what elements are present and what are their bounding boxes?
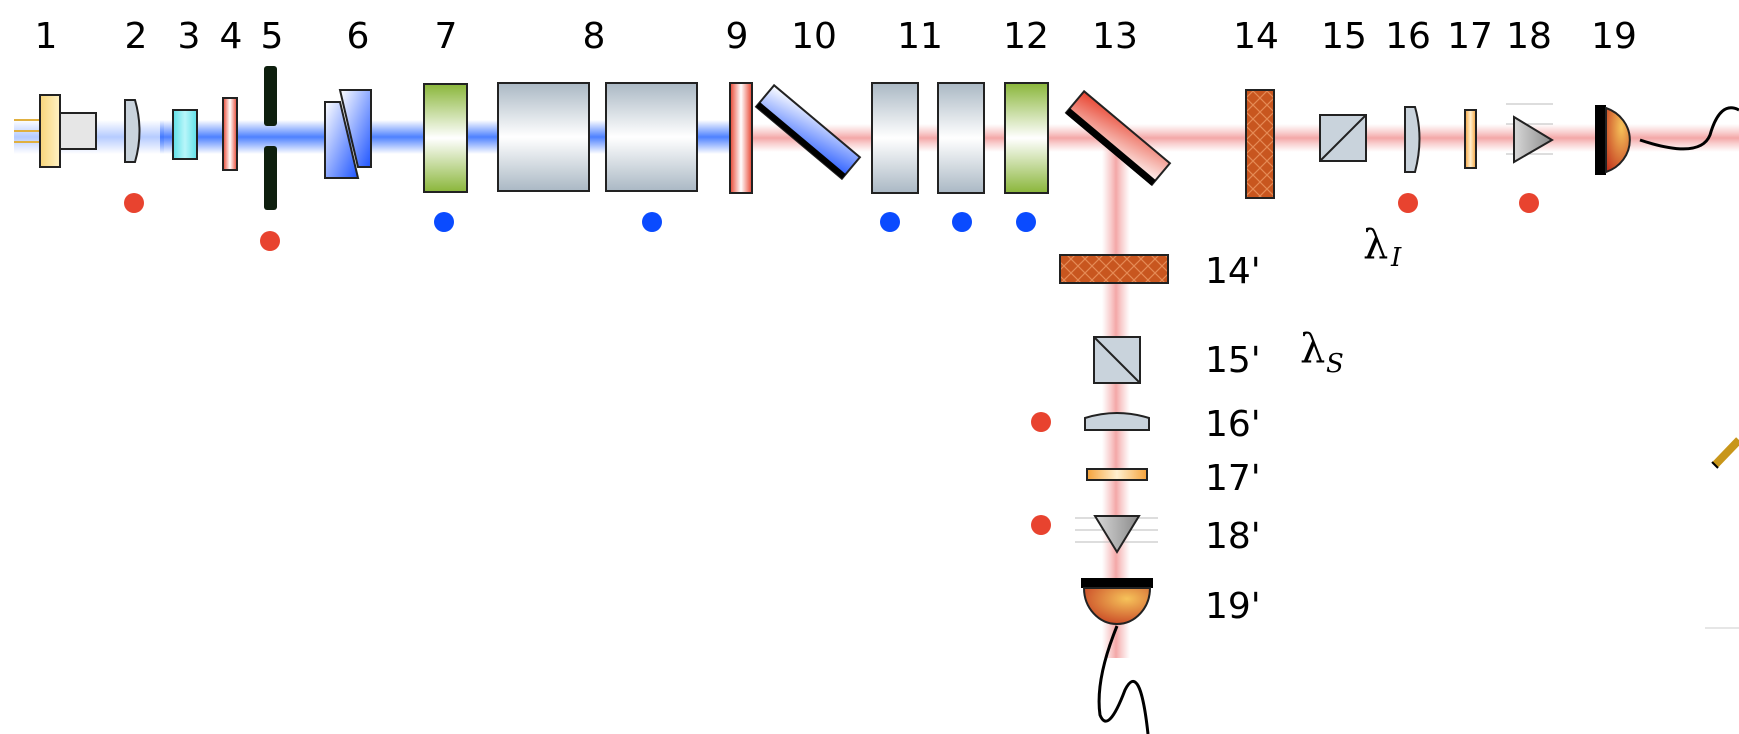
wavelength-idler-label: λ I xyxy=(1363,222,1402,273)
mirror-icon xyxy=(754,83,862,181)
label-17-prime: 17' xyxy=(1205,458,1261,499)
label-14-prime: 14' xyxy=(1205,251,1261,292)
laser-diode-icon xyxy=(14,94,97,168)
green-element-icon xyxy=(1004,82,1049,194)
filter-icon xyxy=(1086,468,1148,481)
signal-symbol: λ xyxy=(1300,326,1325,372)
label-18: 18 xyxy=(1506,16,1552,57)
optical-block-icon xyxy=(937,82,985,194)
wedge-prism-icon xyxy=(324,89,372,179)
label-14: 14 xyxy=(1233,16,1279,57)
red-marker xyxy=(1031,412,1051,432)
markers xyxy=(124,193,1539,535)
filter-icon xyxy=(172,109,198,160)
label-18-prime: 18' xyxy=(1205,516,1261,557)
blue-marker xyxy=(434,212,454,232)
prism-icon xyxy=(1506,103,1554,164)
red-marker xyxy=(124,193,144,213)
label-6: 6 xyxy=(347,16,370,57)
crystal-icon xyxy=(1059,254,1169,284)
top-labels: 1 2 3 4 5 6 7 8 9 10 11 12 13 14 15 16 1… xyxy=(35,16,1637,57)
prism-icon xyxy=(1075,515,1158,554)
red-marker xyxy=(1031,515,1051,535)
label-12: 12 xyxy=(1003,16,1049,57)
lens-icon xyxy=(1404,106,1421,173)
wavelength-signal-label: λ S xyxy=(1300,326,1344,379)
label-8: 8 xyxy=(583,16,606,57)
lens-icon xyxy=(1084,412,1150,431)
red-marker xyxy=(1398,193,1418,213)
blue-marker xyxy=(880,212,900,232)
label-5: 5 xyxy=(261,16,284,57)
label-4: 4 xyxy=(220,16,243,57)
beam-splitter-cube-icon xyxy=(1319,114,1367,162)
label-16: 16 xyxy=(1385,16,1431,57)
optical-block-icon xyxy=(497,82,590,192)
lens-icon xyxy=(124,99,141,163)
beam-splitter-cube-icon xyxy=(1093,336,1141,384)
output-beam-vertical xyxy=(1102,138,1130,658)
mirror-icon xyxy=(1064,89,1172,187)
green-element-icon xyxy=(423,83,468,193)
signal-subscript: S xyxy=(1326,349,1344,379)
optical-block-icon xyxy=(605,82,698,192)
crystal-icon xyxy=(1245,89,1275,199)
filter-icon xyxy=(222,97,238,171)
label-9: 9 xyxy=(726,16,749,57)
label-1: 1 xyxy=(35,16,58,57)
idler-symbol: λ xyxy=(1363,222,1388,268)
label-19: 19 xyxy=(1591,16,1637,57)
detector-icon xyxy=(1081,578,1153,734)
optical-block-icon xyxy=(871,82,919,194)
label-7: 7 xyxy=(435,16,458,57)
label-15-prime: 15' xyxy=(1205,340,1261,381)
blue-marker xyxy=(1016,212,1036,232)
label-10: 10 xyxy=(791,16,837,57)
label-16-prime: 16' xyxy=(1205,404,1261,445)
red-marker xyxy=(1519,193,1539,213)
blue-marker xyxy=(952,212,972,232)
fiber-cable-icon xyxy=(1639,106,1739,151)
label-17: 17 xyxy=(1447,16,1493,57)
label-19-prime: 19' xyxy=(1205,586,1261,627)
label-13: 13 xyxy=(1092,16,1138,57)
label-2: 2 xyxy=(125,16,148,57)
label-3: 3 xyxy=(178,16,201,57)
fiber-cable-icon xyxy=(1097,625,1150,734)
label-11: 11 xyxy=(897,16,943,57)
label-15: 15 xyxy=(1321,16,1367,57)
filter-icon xyxy=(1464,109,1477,169)
red-marker xyxy=(260,231,280,251)
fiber-cable-icon xyxy=(1712,437,1739,468)
idler-subscript: I xyxy=(1390,243,1402,273)
filter-icon xyxy=(729,82,753,194)
blue-marker xyxy=(642,212,662,232)
aperture-icon xyxy=(264,66,277,210)
detector-icon xyxy=(1595,105,1739,175)
branch-labels: 14' 15' 16' 17' 18' 19' xyxy=(1205,251,1261,627)
